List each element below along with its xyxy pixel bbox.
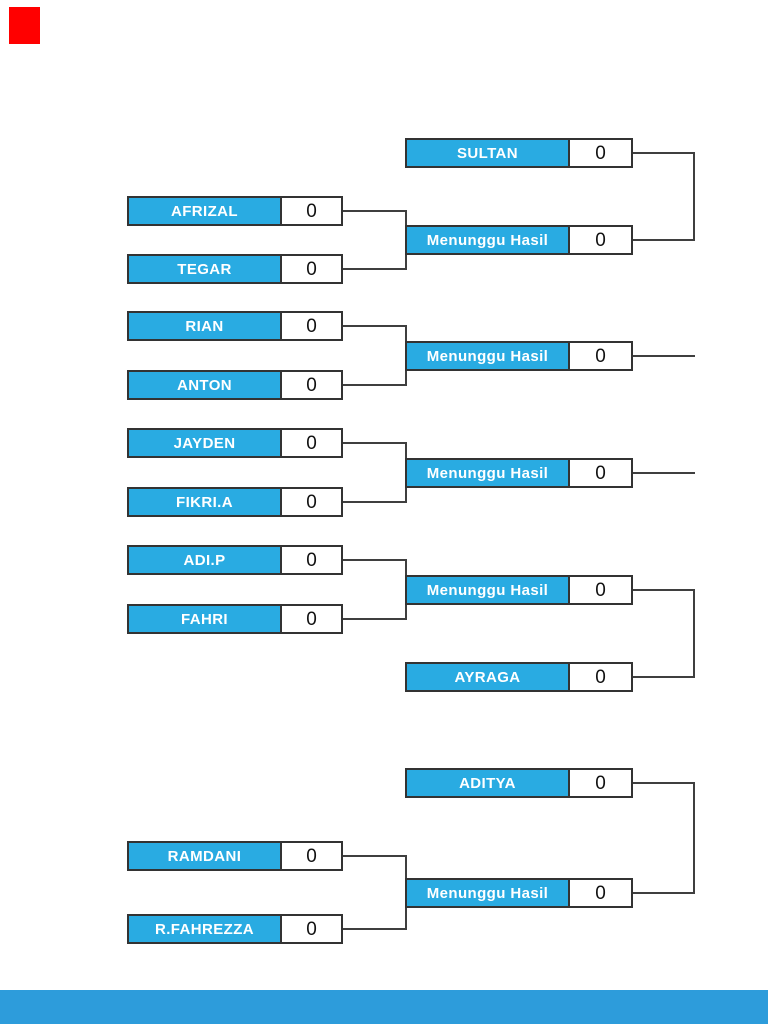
score-cell: 0 [280, 372, 341, 398]
team-name-cell: Menunggu Hasil [407, 343, 568, 369]
team-name-cell: ANTON [129, 372, 280, 398]
bracket-connector-vertical [693, 589, 695, 678]
bracket-connector-horizontal [341, 618, 407, 620]
score-cell: 0 [568, 664, 631, 690]
score-cell: 0 [568, 343, 631, 369]
bracket-connector-horizontal [341, 268, 407, 270]
bracket-connector-horizontal [631, 472, 695, 474]
score-cell: 0 [280, 198, 341, 224]
team-name-cell: FAHRI [129, 606, 280, 632]
team-name-cell: Menunggu Hasil [407, 227, 568, 253]
bracket-connector-horizontal [631, 239, 695, 241]
score-cell: 0 [568, 880, 631, 906]
bracket-connector-vertical [693, 782, 695, 894]
score-cell: 0 [568, 227, 631, 253]
bracket-connector-horizontal [341, 928, 407, 930]
bracket-connector-horizontal [341, 325, 407, 327]
bracket-connector-horizontal [341, 384, 407, 386]
bracket-connector-horizontal [631, 152, 695, 154]
bracket-connector-horizontal [341, 442, 407, 444]
team-name-cell: SULTAN [407, 140, 568, 166]
score-cell: 0 [568, 577, 631, 603]
score-cell: 0 [568, 460, 631, 486]
score-cell: 0 [280, 547, 341, 573]
score-cell: 0 [280, 313, 341, 339]
page-corner-red-marker [9, 7, 40, 44]
bottom-blue-bar [0, 990, 768, 1024]
bracket-connector-horizontal [631, 355, 695, 357]
bracket-connector-horizontal [631, 892, 695, 894]
team-name-cell: Menunggu Hasil [407, 880, 568, 906]
team-name-cell: Menunggu Hasil [407, 577, 568, 603]
team-name-cell: JAYDEN [129, 430, 280, 456]
score-cell: 0 [280, 606, 341, 632]
team-name-cell: RAMDANI [129, 843, 280, 869]
bracket-connector-horizontal [631, 676, 695, 678]
team-name-cell: AYRAGA [407, 664, 568, 690]
team-name-cell: RIAN [129, 313, 280, 339]
team-name-cell: FIKRI.A [129, 489, 280, 515]
bracket-connector-horizontal [341, 559, 407, 561]
score-cell: 0 [280, 916, 341, 942]
bracket-connector-horizontal [631, 589, 695, 591]
bracket-connector-horizontal [631, 782, 695, 784]
score-cell: 0 [280, 843, 341, 869]
bracket-connector-horizontal [341, 210, 407, 212]
score-cell: 0 [568, 770, 631, 796]
score-cell: 0 [280, 430, 341, 456]
bracket-connector-horizontal [341, 855, 407, 857]
team-name-cell: Menunggu Hasil [407, 460, 568, 486]
score-cell: 0 [568, 140, 631, 166]
bracket-connector-vertical [693, 152, 695, 241]
team-name-cell: ADITYA [407, 770, 568, 796]
score-cell: 0 [280, 256, 341, 282]
team-name-cell: TEGAR [129, 256, 280, 282]
score-cell: 0 [280, 489, 341, 515]
bracket-connector-horizontal [341, 501, 407, 503]
team-name-cell: ADI.P [129, 547, 280, 573]
team-name-cell: AFRIZAL [129, 198, 280, 224]
team-name-cell: R.FAHREZZA [129, 916, 280, 942]
